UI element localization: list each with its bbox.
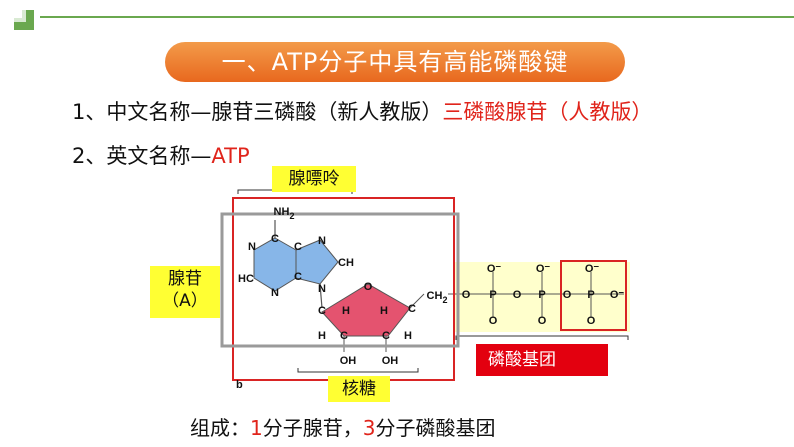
adenine-six-ring — [253, 237, 297, 292]
composition-part-2: 分子磷酸基团 — [375, 416, 496, 440]
line2-name: ATP — [211, 144, 250, 168]
atom-p1-top-o: O⁻ — [487, 263, 502, 275]
line1-number: 1、 — [72, 100, 107, 124]
atom-p3-bottom-o: O — [587, 315, 596, 327]
atom-p2-top-o: O⁻ — [536, 263, 551, 275]
atom-ch2: CH2 — [427, 290, 448, 305]
atom-bridge-o-1: O — [462, 289, 471, 301]
adenine-label: 腺嘌呤 — [272, 166, 356, 192]
adenosine-label-box: 腺苷（A） — [150, 266, 220, 318]
ch2-bond — [409, 293, 425, 309]
atom-p2: P — [538, 289, 545, 301]
atom-c2-ribose: C — [340, 330, 348, 342]
atom-c4: C — [294, 271, 302, 283]
ribose-ring — [321, 283, 411, 337]
chinese-name-line: 1、中文名称—腺苷三磷酸（新人教版）三磷酸腺苷（人教版） — [72, 96, 652, 126]
phosphate-bracket — [455, 335, 629, 340]
atom-p1-bottom-o: O — [489, 315, 498, 327]
composition-num-1: 1 — [250, 416, 263, 440]
line2-number: 2、 — [72, 144, 107, 168]
atom-terminal-o: O⁻ — [610, 289, 625, 301]
slide-title-banner: 一、ATP分子中具有高能磷酸键 — [165, 42, 625, 82]
line1-label: 中文名称— — [106, 100, 212, 124]
atom-p2-bottom-o: O — [538, 315, 547, 327]
atom-c5: C — [294, 241, 302, 253]
atom-c3-ribose: C — [382, 330, 390, 342]
atom-h-3: H — [318, 330, 326, 342]
atom-p1: P — [489, 289, 496, 301]
nucleoside-box — [220, 212, 460, 348]
atom-h-4: H — [404, 330, 412, 342]
atom-c2: HC — [238, 273, 254, 285]
terminal-phosphate-box — [560, 260, 627, 331]
atom-nh2: NH2 — [274, 206, 295, 221]
atom-bridge-o-3: O — [563, 289, 572, 301]
adenosine-label: 腺苷 — [168, 269, 202, 289]
atom-oh-2: OH — [382, 355, 399, 367]
atom-c8: CH — [338, 257, 354, 269]
atom-p3-top-o: O⁻ — [585, 263, 600, 275]
phosphate-group-label: 磷酸基团 — [476, 344, 608, 376]
ribose-label: 核糖 — [328, 376, 390, 402]
atom-p3: P — [587, 289, 594, 301]
composition-num-2: 3 — [362, 416, 376, 440]
atom-oh-1: OH — [340, 355, 357, 367]
atom-n7: N — [318, 235, 326, 247]
ribose-bracket — [297, 368, 419, 373]
atom-ring-o: O — [364, 281, 373, 293]
atom-c1: C — [318, 305, 326, 317]
composition-line: 组成：1分子腺苷，3分子磷酸基团 — [190, 412, 495, 441]
atom-n1: N — [248, 241, 256, 253]
adenine-five-ring — [295, 239, 339, 285]
line2-label: 英文名称— — [106, 144, 212, 168]
glycosidic-bond — [319, 283, 323, 309]
line1-name-new: 腺苷三磷酸（新人教版） — [211, 100, 443, 124]
atom-n9: N — [318, 283, 326, 295]
panel-letter: b — [236, 379, 243, 391]
adenosine-abbr: （A） — [162, 291, 208, 311]
atom-c4-ribose: C — [408, 303, 416, 315]
composition-prefix: 组成： — [190, 416, 250, 440]
atom-c6: C — [271, 233, 279, 245]
adenosine-box — [232, 197, 455, 381]
atom-h-1: H — [342, 305, 350, 317]
header-rule — [40, 16, 794, 18]
atom-h-2: H — [380, 305, 388, 317]
corner-decoration-square — [14, 10, 22, 18]
atom-n3: N — [271, 287, 279, 299]
line1-name-old: 三磷酸腺苷（人教版） — [442, 100, 653, 124]
english-name-line: 2、英文名称—ATP — [72, 140, 250, 170]
atom-bridge-o-2: O — [513, 289, 522, 301]
composition-part-1: 分子腺苷， — [262, 416, 363, 440]
